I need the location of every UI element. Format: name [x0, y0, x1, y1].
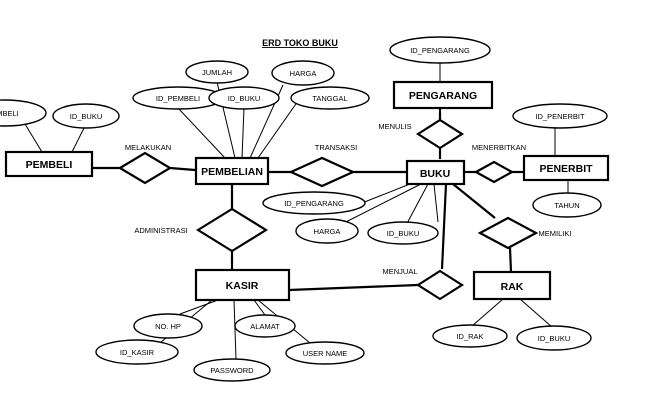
attribute-label: ID_RAK: [456, 332, 483, 341]
attribute-pengarang-id-pengarang: ID_PENGARANG: [389, 36, 491, 64]
relationship-label: TRANSAKSI: [315, 143, 358, 152]
relationship-transaksi: TRANSAKSI: [288, 143, 358, 188]
attribute-kasir-password: PASSWORD: [193, 358, 271, 382]
entity-label: PEMBELI: [26, 159, 73, 171]
entity-label: RAK: [501, 281, 524, 293]
attribute-penerbit-id-penerbit: ID_PENERBIT: [512, 103, 608, 129]
attribute-buku-id-pengarang: ID_PENGARANG: [262, 191, 366, 215]
relationship-label: MENULIS: [378, 122, 411, 131]
diagram-title: ERD TOKO BUKU: [262, 38, 338, 48]
attribute-rak-id-buku: ID_BUKU: [516, 325, 592, 351]
attribute-rak-id-rak: ID_RAK: [432, 324, 508, 348]
entity-pembeli: PEMBELI: [4, 150, 94, 178]
relationship-menerbitkan: MENERBITKAN: [472, 143, 526, 184]
relationship-label: MENERBITKAN: [472, 143, 526, 152]
relationship-label: ADMINISTRASI: [134, 226, 187, 235]
entity-label: PEMBELIAN: [201, 166, 263, 178]
attribute-pembelian-tanggal: TANGGAL: [290, 86, 370, 110]
relationship-melakukan: MELAKUKAN: [117, 143, 173, 185]
attribute-kasir-user-name: USER NAME: [285, 341, 365, 365]
attribute-pembeli-id-pembeli: EMBELI: [0, 99, 47, 127]
attribute-label: ID_BUKU: [228, 94, 261, 103]
entity-label: KASIR: [226, 280, 259, 292]
relationship-menulis: MENULIS: [378, 118, 465, 150]
attribute-kasir-id-kasir: ID_KASIR: [95, 339, 179, 365]
entity-pengarang: PENGARANG: [392, 80, 494, 110]
relationship-label: MENJUAL: [382, 267, 417, 276]
attribute-label: EMBELI: [0, 109, 19, 118]
relationship-menjual: MENJUAL: [382, 267, 465, 301]
attribute-label: ID_BUKU: [387, 229, 420, 238]
attribute-label: USER NAME: [303, 349, 348, 358]
entity-kasir: KASIR: [194, 268, 291, 302]
attribute-label: ID_PENGARANG: [284, 199, 344, 208]
attribute-label: NO. HP: [155, 322, 181, 331]
entity-buku: BUKU: [405, 159, 466, 186]
attribute-pembelian-id-buku: ID_BUKU: [208, 86, 280, 110]
attribute-label: ID_PEMBELI: [156, 94, 200, 103]
attribute-label: TANGGAL: [312, 94, 347, 103]
attribute-kasir-alamat: ALAMAT: [234, 314, 296, 338]
attribute-label: TAHUN: [554, 201, 579, 210]
attribute-pembeli-id-buku: ID_BUKU: [52, 103, 120, 129]
entity-label: PENERBIT: [539, 163, 593, 175]
attribute-buku-harga: HARGA: [295, 218, 359, 244]
attribute-buku-id-buku: ID_BUKU: [367, 221, 439, 245]
attribute-kasir-no-hp: NO. HP: [133, 313, 203, 339]
relationship-label: MELAKUKAN: [125, 143, 171, 152]
attribute-label: HARGA: [314, 227, 341, 236]
relationship-memiliki: MEMILIKI: [477, 216, 572, 250]
attribute-label: ID_PENERBIT: [535, 112, 585, 121]
entity-penerbit: PENERBIT: [522, 154, 610, 182]
attribute-label: HARGA: [290, 69, 317, 78]
attribute-label: ID_PENGARANG: [410, 46, 470, 55]
entity-pembelian: PEMBELIAN: [194, 156, 270, 186]
entity-label: PENGARANG: [409, 90, 477, 102]
attribute-penerbit-tahun: TAHUN: [532, 192, 602, 218]
relationship-label: MEMILIKI: [539, 229, 572, 238]
relationship-administrasi: ADMINISTRASI: [134, 207, 269, 253]
attribute-label: ID_BUKU: [538, 334, 571, 343]
attribute-label: PASSWORD: [210, 366, 254, 375]
attribute-pembelian-harga: HARGA: [271, 60, 335, 86]
attribute-label: JUMLAH: [202, 68, 232, 77]
attribute-label: ID_BUKU: [70, 112, 103, 121]
entity-label: BUKU: [420, 168, 450, 180]
attribute-label: ALAMAT: [250, 322, 280, 331]
attribute-pembelian-jumlah: JUMLAH: [185, 60, 249, 84]
entity-rak: RAK: [472, 270, 552, 301]
attribute-label: ID_KASIR: [120, 348, 155, 357]
